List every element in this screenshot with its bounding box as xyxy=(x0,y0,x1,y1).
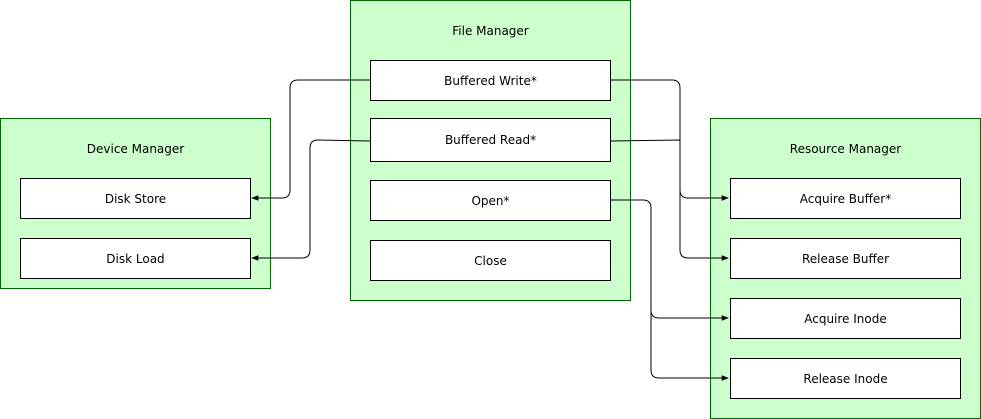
open-box: Open* xyxy=(370,180,611,221)
edge-buffered-write-to-acquire-buffer xyxy=(611,79,729,201)
buffered-read-box: Buffered Read* xyxy=(370,118,611,162)
disk-load-box: Disk Load xyxy=(20,238,251,279)
resource-manager-title: Resource Manager xyxy=(789,142,902,156)
edge-open-to-acquire-inode xyxy=(611,199,729,321)
edge-buffered-read-to-disk-load xyxy=(251,139,371,261)
edge-buffered-write-to-disk-store xyxy=(251,79,370,201)
close-box: Close xyxy=(370,240,611,281)
buffered-write-box: Buffered Write* xyxy=(370,60,611,101)
acquire-inode-box: Acquire Inode xyxy=(730,298,961,339)
file-manager-title: File Manager xyxy=(452,24,529,38)
acquire-buffer-box: Acquire Buffer* xyxy=(730,178,961,219)
release-inode-box: Release Inode xyxy=(730,358,961,399)
device-manager-title: Device Manager xyxy=(86,142,185,156)
disk-store-box: Disk Store xyxy=(20,178,251,219)
release-buffer-box: Release Buffer xyxy=(730,238,961,279)
edge-open-to-release-inode xyxy=(650,310,729,381)
edge-buffered-read-to-release-buffer xyxy=(610,139,729,261)
